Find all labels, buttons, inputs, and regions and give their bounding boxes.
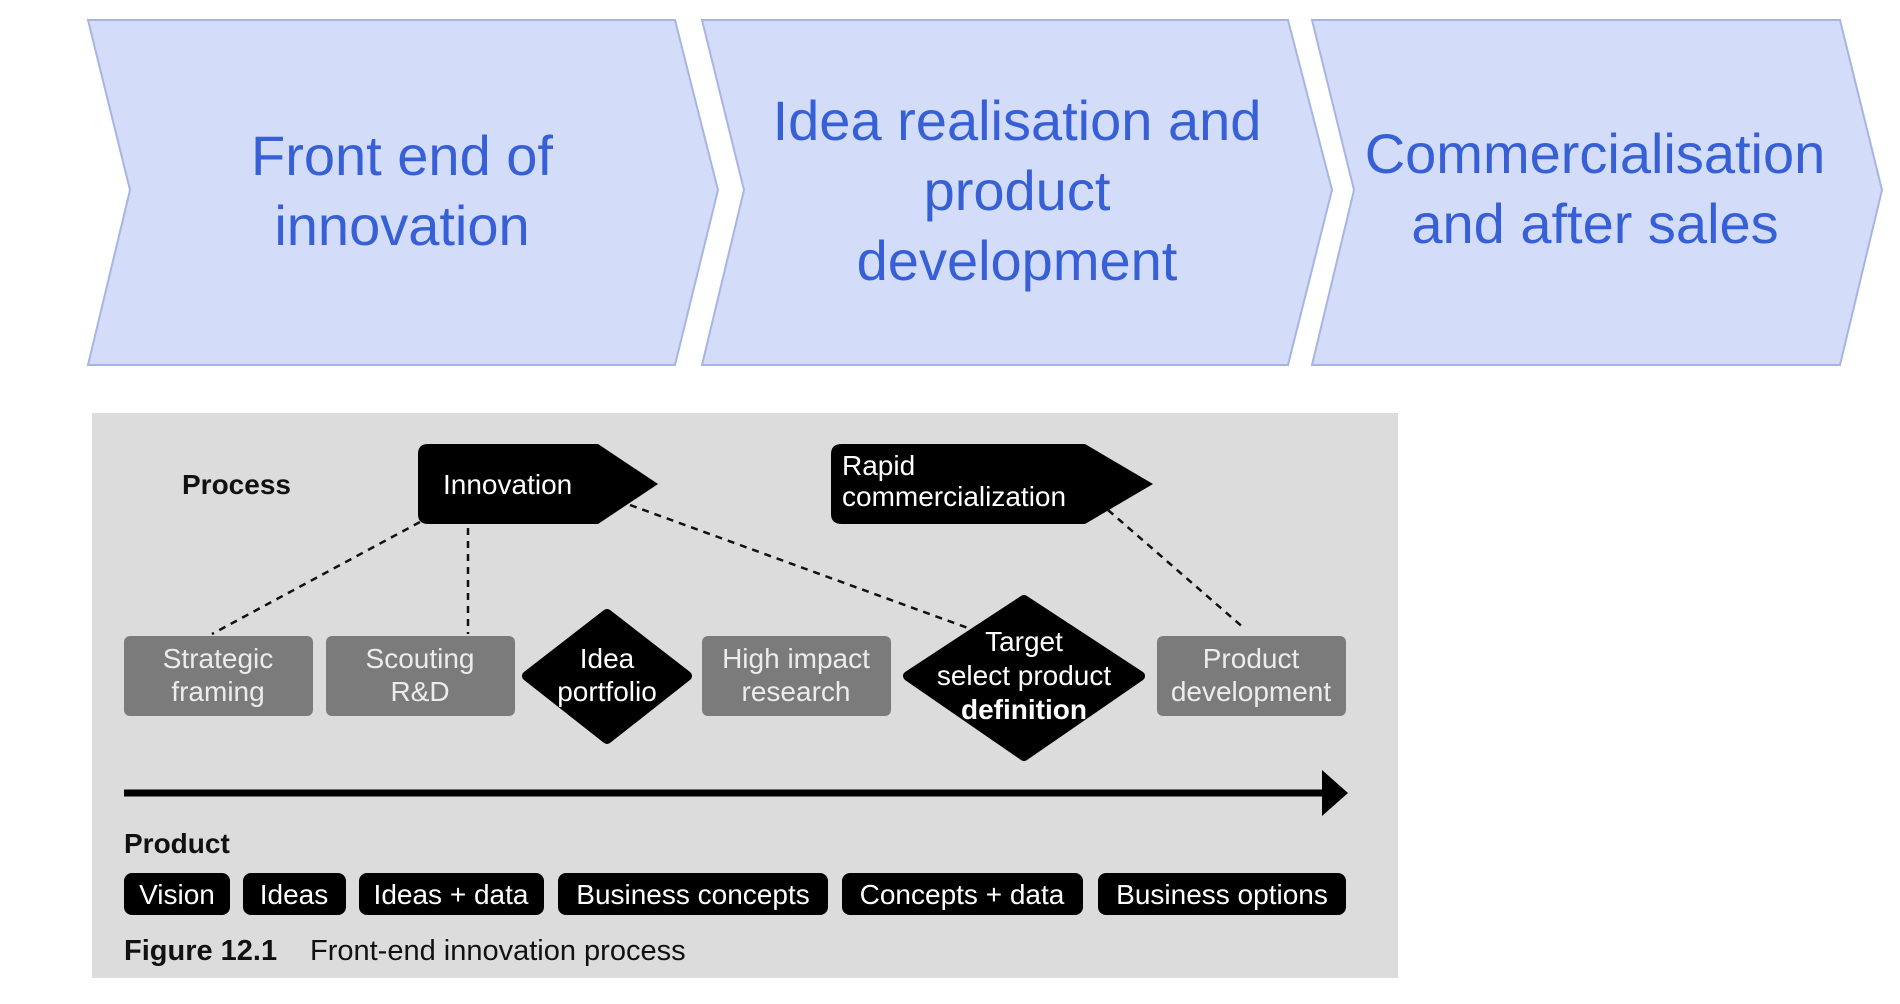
chevron-idea-realisation-line-3: development	[857, 229, 1178, 292]
stage-high-impact: High impact research	[702, 636, 891, 716]
connector-rapid-product-dev	[1107, 509, 1246, 630]
chevron-commercialisation: Commercialisation and after sales	[1310, 19, 1884, 366]
product-item-vision: Vision	[124, 873, 230, 915]
process-label: Process	[182, 469, 291, 500]
stage-idea-portfolio: Idea portfolio	[522, 609, 692, 744]
product-item-label: Vision	[139, 879, 215, 910]
product-item-concepts-data: Concepts + data	[842, 873, 1083, 915]
chevron-commercialisation-line-1: Commercialisation	[1365, 122, 1826, 185]
chevron-front-end-line-1: Front end of	[251, 124, 553, 187]
idea-portfolio-line-1: Idea	[580, 643, 635, 674]
product-item-ideas: Ideas	[243, 873, 346, 915]
product-item-label: Ideas + data	[374, 879, 529, 910]
rapid-line-2: commercialization	[842, 481, 1066, 512]
target-line-3: definition	[961, 694, 1087, 725]
chevron-front-end-line-2: innovation	[274, 194, 529, 257]
chevron-idea-realisation-line-1: Idea realisation and	[773, 89, 1262, 152]
rapid-line-1: Rapid	[842, 450, 915, 481]
scouting-line-1: Scouting	[366, 643, 475, 674]
strategic-framing-line-2: framing	[171, 676, 264, 707]
stage-target: Target select product definition	[903, 595, 1145, 761]
timeline-arrow	[124, 770, 1348, 816]
target-line-2: select product	[937, 660, 1112, 691]
chevron-idea-realisation: Idea realisation and product development	[700, 19, 1334, 366]
product-items: Vision Ideas Ideas + data Business conce…	[124, 873, 1346, 915]
product-development-line-2: development	[1171, 676, 1332, 707]
innovation-shape: Innovation	[418, 444, 658, 524]
strategic-framing-line-1: Strategic	[163, 643, 274, 674]
caption-text: Front-end innovation process	[310, 935, 686, 967]
figure-front-end-process: Process Innovation Rapid commercializati…	[92, 413, 1398, 978]
scouting-line-2: R&D	[390, 676, 449, 707]
product-item-business-options: Business options	[1098, 873, 1346, 915]
caption-number: Figure 12.1	[124, 935, 277, 967]
innovation-label: Innovation	[443, 469, 572, 500]
product-item-label: Concepts + data	[860, 879, 1065, 910]
chevron-commercialisation-line-2: and after sales	[1411, 192, 1778, 255]
product-label: Product	[124, 828, 230, 859]
chevron-front-end: Front end of innovation	[86, 19, 720, 366]
high-impact-line-2: research	[742, 676, 851, 707]
product-item-ideas-data: Ideas + data	[359, 873, 544, 915]
target-line-1: Target	[985, 626, 1063, 657]
chevron-idea-realisation-line-2: product	[924, 159, 1111, 222]
product-item-label: Business options	[1116, 879, 1328, 910]
idea-portfolio-line-2: portfolio	[557, 676, 657, 707]
high-impact-line-1: High impact	[722, 643, 870, 674]
connector-innovation-target	[629, 503, 969, 630]
dashed-connectors	[211, 503, 1246, 636]
chevron-bar: Front end of innovation Idea realisation…	[86, 19, 1884, 366]
connector-innovation-strategic	[211, 520, 421, 636]
stage-product-development: Product development	[1157, 636, 1346, 716]
rapid-commercialization-shape: Rapid commercialization	[831, 444, 1153, 524]
product-item-business-concepts: Business concepts	[558, 873, 828, 915]
stage-strategic-framing: Strategic framing	[124, 636, 313, 716]
product-item-label: Business concepts	[576, 879, 809, 910]
product-development-line-1: Product	[1203, 643, 1300, 674]
stage-scouting: Scouting R&D	[326, 636, 515, 716]
product-item-label: Ideas	[260, 879, 329, 910]
